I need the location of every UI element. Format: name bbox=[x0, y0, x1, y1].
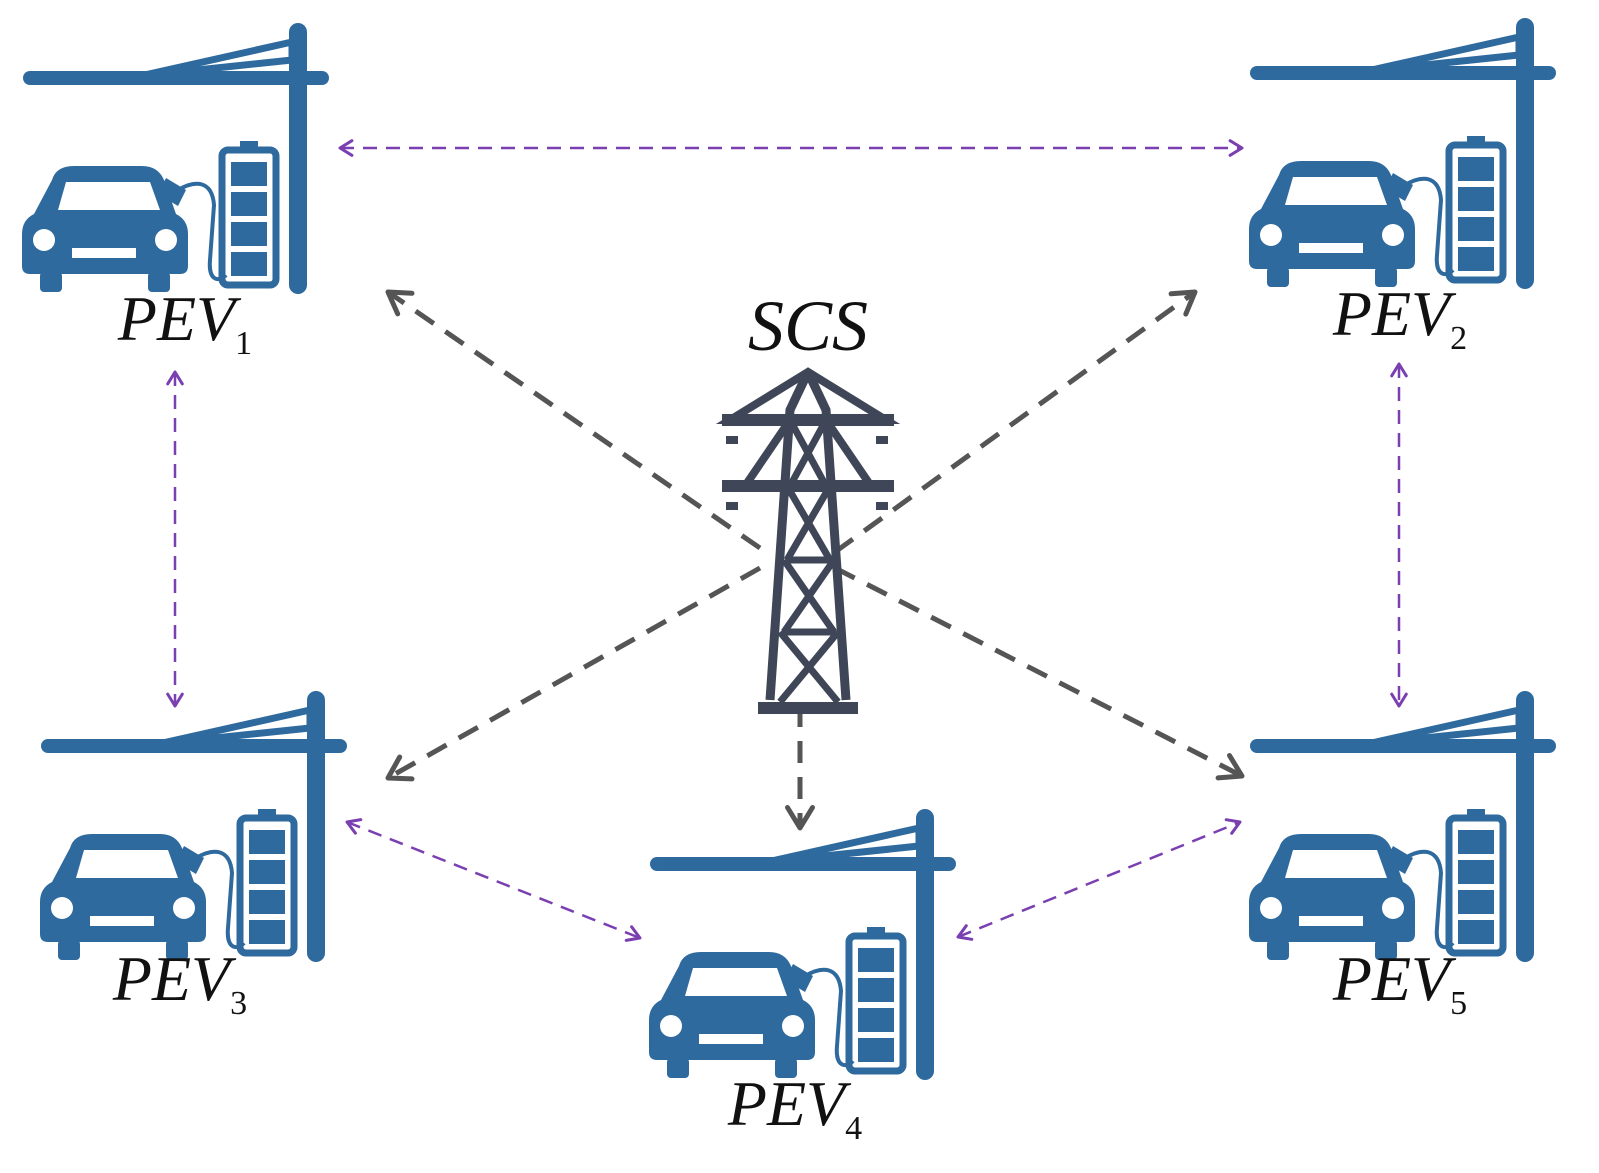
station-pev5: PEV5 bbox=[1249, 691, 1556, 1022]
station-label-base: PEV bbox=[727, 1068, 852, 1139]
scs-label: SCS bbox=[748, 286, 868, 366]
station-pev4: PEV4 bbox=[649, 809, 956, 1147]
arrowhead bbox=[166, 692, 184, 708]
station-label: PEV2 bbox=[1332, 278, 1467, 357]
ev-charging-station-icon bbox=[1249, 691, 1556, 962]
peer-link-pev1-pev2 bbox=[338, 139, 1244, 157]
hub-link-pev2 bbox=[833, 289, 1198, 555]
hub-link-pev4 bbox=[785, 705, 815, 831]
arrowhead bbox=[345, 818, 363, 835]
car-icon bbox=[1249, 834, 1415, 960]
transmission-tower-icon bbox=[715, 367, 901, 714]
station-label-subscript: 4 bbox=[845, 1110, 862, 1147]
ev-charging-station-icon bbox=[40, 691, 347, 962]
car-icon bbox=[22, 166, 188, 292]
hub-link-pev5 bbox=[833, 565, 1245, 781]
peer-link-pev4-pev5 bbox=[956, 818, 1242, 941]
station-label-base: PEV bbox=[112, 943, 237, 1014]
arrowhead bbox=[624, 925, 642, 942]
station-label-base: PEV bbox=[117, 283, 242, 354]
arrowhead bbox=[1390, 362, 1408, 378]
arrowhead bbox=[1390, 692, 1408, 708]
station-label: PEV4 bbox=[727, 1068, 862, 1147]
ev-charging-station-icon bbox=[649, 809, 956, 1080]
battery-icon bbox=[845, 927, 907, 1075]
station-label-subscript: 1 bbox=[235, 325, 252, 362]
station-label-subscript: 5 bbox=[1450, 985, 1467, 1022]
station-label-subscript: 3 bbox=[230, 985, 247, 1022]
arrowhead bbox=[1168, 289, 1198, 317]
peer-link-pev2-pev5 bbox=[1390, 362, 1408, 708]
peer-link-pev1-pev3 bbox=[166, 370, 184, 708]
arrowhead bbox=[385, 289, 415, 317]
hub-link-pev3 bbox=[385, 565, 762, 782]
links-layer bbox=[166, 139, 1408, 942]
arrowhead bbox=[1224, 818, 1242, 835]
arrowhead bbox=[338, 139, 354, 157]
arrowhead bbox=[1228, 139, 1244, 157]
ev-charging-station-icon bbox=[22, 23, 329, 294]
scs-hub: SCS bbox=[715, 286, 901, 714]
station-label: PEV5 bbox=[1332, 943, 1467, 1022]
battery-icon bbox=[236, 809, 298, 957]
battery-icon bbox=[218, 141, 280, 289]
battery-icon bbox=[1445, 136, 1507, 284]
ev-charging-station-icon bbox=[1249, 18, 1556, 289]
station-pev2: PEV2 bbox=[1249, 18, 1556, 357]
station-pev3: PEV3 bbox=[40, 691, 347, 1022]
arrowhead bbox=[385, 754, 415, 782]
arrowhead bbox=[1215, 753, 1245, 781]
station-label: PEV1 bbox=[117, 283, 252, 362]
station-label-base: PEV bbox=[1332, 943, 1457, 1014]
station-label: PEV3 bbox=[112, 943, 247, 1022]
arrowhead bbox=[166, 370, 184, 386]
arrowhead bbox=[785, 805, 815, 831]
station-pev1: PEV1 bbox=[22, 23, 329, 362]
car-icon bbox=[40, 834, 206, 960]
hub-link-pev1 bbox=[385, 289, 762, 551]
peer-link-pev3-pev4 bbox=[345, 818, 642, 942]
arrowhead bbox=[956, 924, 974, 941]
car-icon bbox=[1249, 161, 1415, 287]
battery-icon bbox=[1445, 809, 1507, 957]
car-icon bbox=[649, 952, 815, 1078]
station-label-base: PEV bbox=[1332, 278, 1457, 349]
station-label-subscript: 2 bbox=[1450, 320, 1467, 357]
